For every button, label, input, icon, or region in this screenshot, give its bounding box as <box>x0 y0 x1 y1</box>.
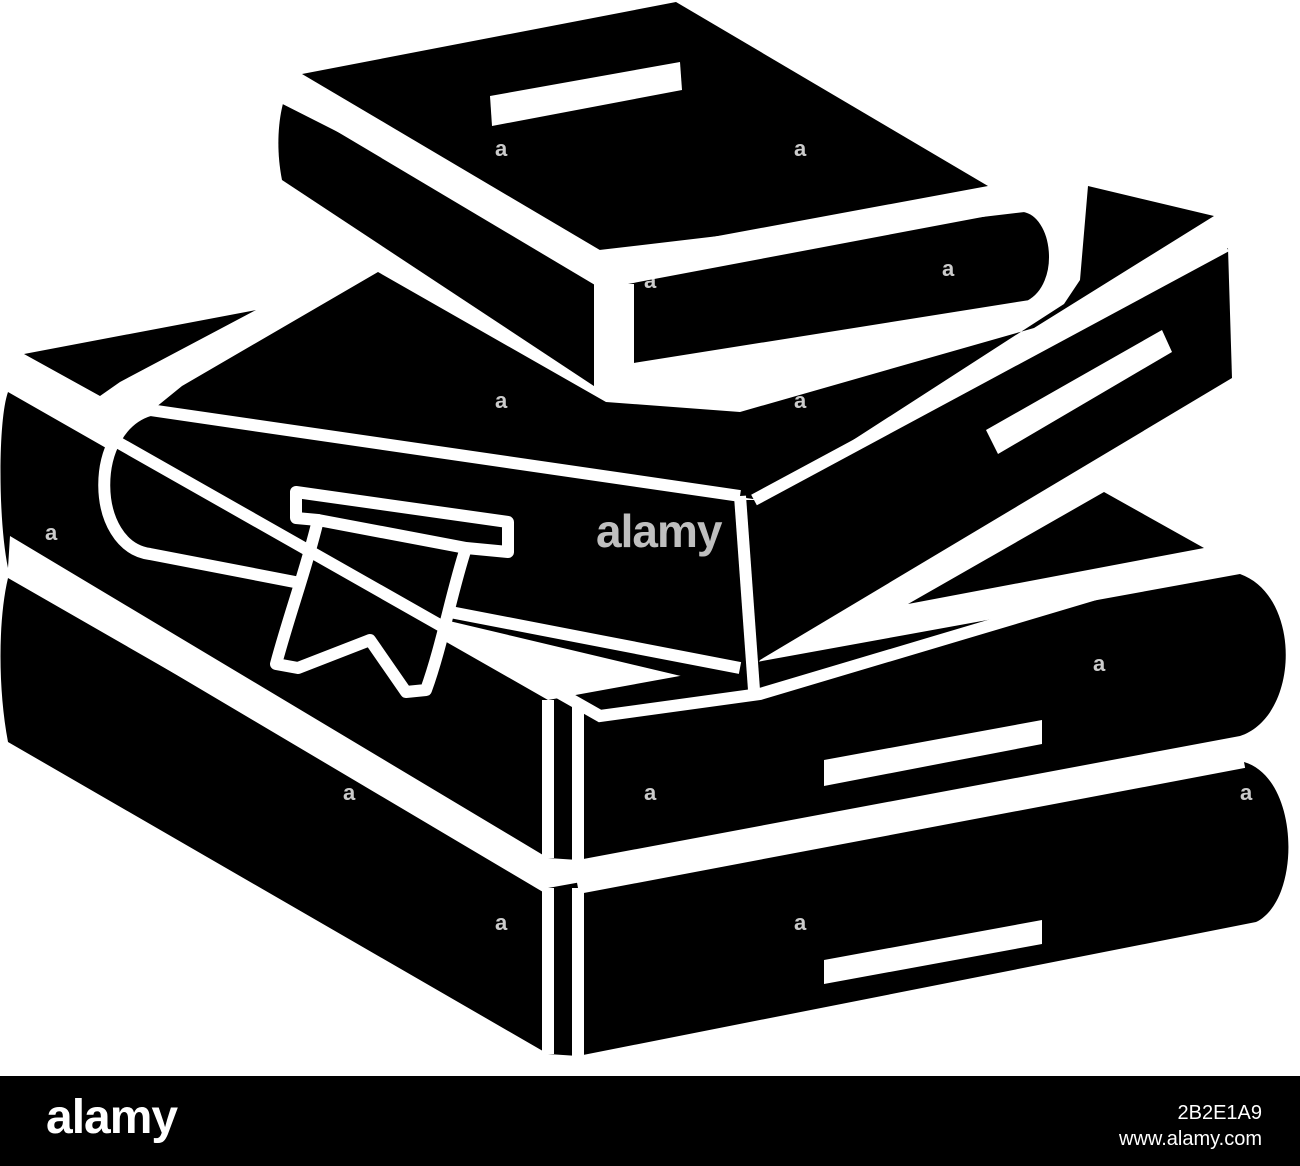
bottom-book <box>0 578 1289 1056</box>
watermark-mark: a <box>794 910 807 935</box>
watermark-mark: a <box>45 520 58 545</box>
watermark-mark: a <box>644 268 657 293</box>
watermark-main: alamy <box>596 505 722 557</box>
book-outline <box>4 562 552 894</box>
stack-of-books-icon <box>0 2 1289 1056</box>
watermark-mark: a <box>1240 780 1253 805</box>
watermark-mark: a <box>495 910 508 935</box>
watermark-mark: a <box>495 388 508 413</box>
image-id: 2B2E1A9 <box>1177 1102 1262 1124</box>
top-book <box>278 2 1061 394</box>
watermark-mark: a <box>794 388 807 413</box>
alamy-logo: alamy <box>46 1091 178 1144</box>
watermark-mark: a <box>943 1040 956 1065</box>
site-url: www.alamy.com <box>1119 1128 1262 1150</box>
watermark-mark: a <box>794 136 807 161</box>
watermark-mark: a <box>942 256 955 281</box>
book-outline <box>5 374 1212 723</box>
second-book <box>0 392 1286 860</box>
footer-info: 2B2E1A9 www.alamy.com <box>1119 1100 1262 1152</box>
watermark-mark: a <box>1093 651 1106 676</box>
watermark-mark: a <box>343 780 356 805</box>
watermark-mark: a <box>644 780 657 805</box>
watermark-mark: a <box>495 136 508 161</box>
footer-bar: alamy 2B2E1A9 www.alamy.com <box>0 1076 1300 1166</box>
